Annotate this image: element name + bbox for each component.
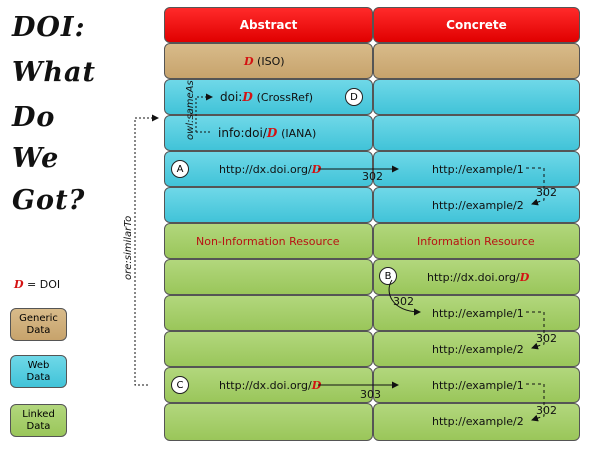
header-concrete: Concrete [373, 7, 580, 43]
cell-concrete-linked-b [373, 259, 580, 295]
cell-non-information-resource [164, 223, 373, 259]
label-example1-c: http://example/1 [432, 379, 524, 392]
label-302-a2: 302 [536, 186, 557, 199]
badge-d: D [345, 88, 363, 106]
label-example1-a: http://example/1 [432, 163, 524, 176]
iso-text: (ISO) [257, 55, 285, 68]
label-302-c2: 302 [536, 404, 557, 417]
doi-icon: D [519, 271, 530, 284]
badge-b: B [379, 267, 397, 285]
title-line-1: DOI: [12, 12, 86, 43]
badge-c: C [171, 376, 189, 394]
doi-icon: D [242, 90, 253, 104]
label-doi-crossref: doi:D (CrossRef) [220, 90, 313, 104]
label-example1-b: http://example/1 [432, 307, 524, 320]
cell-abstract-empty [164, 187, 373, 223]
cell-abstract-linked-4 [164, 403, 373, 441]
label-example2-c: http://example/2 [432, 415, 524, 428]
info-prefix: info:doi/ [218, 126, 267, 140]
label-non-information-resource: Non-Information Resource [196, 235, 340, 248]
cell-concrete-linked-ex2 [373, 331, 580, 367]
cell-concrete-example2 [373, 187, 580, 223]
doi-icon: D [311, 163, 322, 176]
title-line-5: Got? [12, 185, 86, 216]
legend-web-label: Web Data [26, 359, 51, 383]
title-line-2: What [12, 57, 96, 88]
crossref-text: (CrossRef) [256, 91, 314, 104]
label-302-a: 302 [362, 170, 383, 183]
cell-abstract-linked-1 [164, 259, 373, 295]
label-http-doi-c: http://dx.doi.org/D [219, 379, 321, 392]
label-302-b: 302 [393, 295, 414, 308]
legend-web-data: Web Data [10, 355, 67, 388]
cell-concrete-example1 [373, 151, 580, 187]
legend-linked-data: Linked Data [10, 404, 67, 437]
legend-generic-data: Generic Data [10, 308, 67, 341]
label-302-b2: 302 [536, 332, 557, 345]
legend-generic-label: Generic Data [19, 312, 58, 336]
redirect-a-dashed [526, 167, 545, 206]
cell-information-resource [373, 223, 580, 259]
redirect-b-dashed [526, 311, 545, 350]
similar-to-arrow [134, 114, 159, 386]
cell-abstract-iso [164, 43, 373, 79]
http-doi-c-text: http://dx.doi.org/ [219, 379, 312, 392]
doi-prefix: doi: [220, 90, 243, 104]
doi-icon: D [244, 55, 254, 68]
label-http-doi-a: http://dx.doi.org/D [219, 163, 321, 176]
legend-doi-text: = DOI [27, 278, 61, 291]
cell-concrete-doi [373, 79, 580, 115]
header-abstract-label: Abstract [239, 18, 298, 32]
title-line-3: Do [12, 102, 56, 133]
header-abstract: Abstract [164, 7, 373, 43]
header-concrete-label: Concrete [446, 18, 507, 32]
label-information-resource: Information Resource [417, 235, 535, 248]
label-info-iana: info:doi/D (IANA) [218, 126, 316, 140]
iana-text: (IANA) [281, 127, 317, 140]
doi-icon: D [14, 278, 24, 291]
cell-abstract-info [164, 115, 373, 151]
redirect-c-dashed [526, 383, 545, 422]
doi-icon: D [266, 126, 278, 140]
label-example2-b: http://example/2 [432, 343, 524, 356]
legend-doi: D = DOI [14, 278, 60, 291]
badge-a: A [171, 160, 189, 178]
label-example2-a: http://example/2 [432, 199, 524, 212]
label-iso: D (ISO) [244, 55, 285, 68]
redirect-b-arrow [388, 279, 421, 316]
cell-concrete-linked-c-ex2 [373, 403, 580, 441]
doi-icon: D [311, 379, 322, 392]
title-line-4: We [12, 143, 60, 174]
cell-abstract-linked-3 [164, 331, 373, 367]
label-http-doi-b: http://dx.doi.org/D [427, 271, 529, 284]
label-303-c: 303 [360, 388, 381, 401]
http-doi-a-text: http://dx.doi.org/ [219, 163, 312, 176]
cell-concrete-info [373, 115, 580, 151]
same-as-arrow [195, 93, 213, 132]
http-doi-b-text: http://dx.doi.org/ [427, 271, 520, 284]
legend-linked-label: Linked Data [22, 408, 55, 432]
cell-concrete-iso [373, 43, 580, 79]
cell-concrete-linked-ex1 [373, 295, 580, 331]
cell-abstract-linked-2 [164, 295, 373, 331]
cell-concrete-linked-c-ex1 [373, 367, 580, 403]
